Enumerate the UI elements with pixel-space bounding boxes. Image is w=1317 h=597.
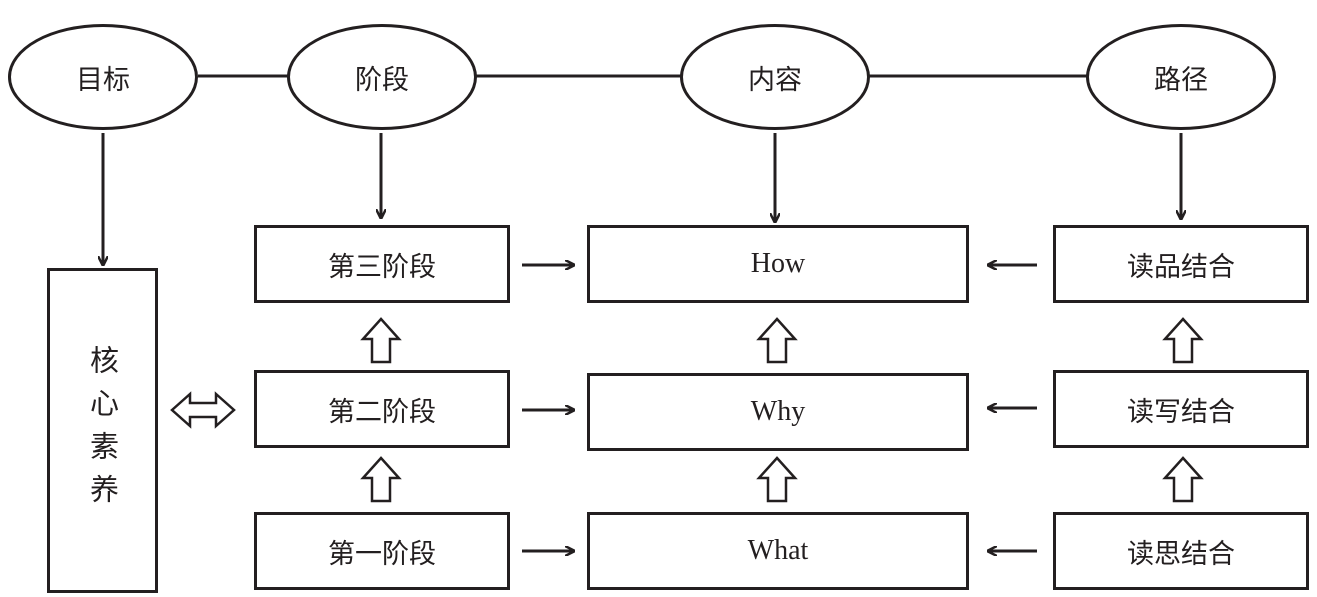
hollow-double-arrow [170, 391, 236, 429]
stage-box-1: 第一阶段 [254, 512, 510, 590]
header-content-label: 内容 [748, 64, 802, 96]
stage-label-1: 第一阶段 [328, 538, 436, 570]
content-box-what: What [587, 512, 969, 590]
header-goal-label: 目标 [76, 64, 130, 96]
core-literacy-label: 核心素养 [85, 344, 120, 517]
path-label-1: 读思结合 [1127, 538, 1235, 570]
path-box-reading-appreciation: 读品结合 [1053, 225, 1309, 303]
path-box-reading-thinking: 读思结合 [1053, 512, 1309, 590]
header-stage: 阶段 [287, 24, 477, 130]
content-label-how: How [750, 248, 806, 279]
header-path-label: 路径 [1154, 64, 1208, 96]
content-label-why: Why [750, 396, 806, 427]
stage-label-2: 第二阶段 [328, 396, 436, 428]
hollow-up-arrow-content-bottom [756, 456, 798, 503]
path-label-3: 读品结合 [1127, 251, 1235, 283]
content-box-how: How [587, 225, 969, 303]
core-literacy-box: 核心素养 [47, 268, 158, 593]
path-label-2: 读写结合 [1127, 396, 1235, 428]
stage-box-2: 第二阶段 [254, 370, 510, 448]
hollow-up-arrow-content-top [756, 317, 798, 364]
header-path: 路径 [1086, 24, 1276, 130]
path-box-reading-writing: 读写结合 [1053, 370, 1309, 448]
stage-label-3: 第三阶段 [328, 251, 436, 283]
header-content: 内容 [680, 24, 870, 130]
content-label-what: What [747, 535, 809, 566]
content-box-why: Why [587, 373, 969, 451]
hollow-up-arrow-stage-bottom [360, 456, 402, 503]
hollow-up-arrow-stage-top [360, 317, 402, 364]
header-goal: 目标 [8, 24, 198, 130]
stage-box-3: 第三阶段 [254, 225, 510, 303]
hollow-up-arrow-path-top [1162, 317, 1204, 364]
header-stage-label: 阶段 [355, 64, 409, 96]
hollow-up-arrow-path-bottom [1162, 456, 1204, 503]
